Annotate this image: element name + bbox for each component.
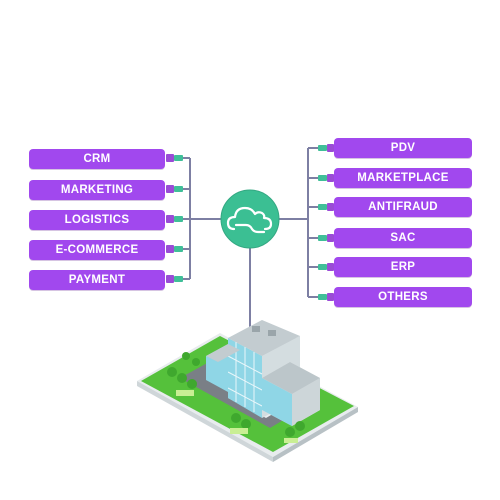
plug-icon [318, 203, 334, 211]
integration-marketing[interactable]: MARKETING [29, 180, 165, 200]
integration-erp[interactable]: ERP [334, 257, 472, 277]
plug-icon [318, 293, 334, 301]
cloud-icon [226, 206, 273, 234]
plug-icon [166, 275, 183, 283]
integration-label: MARKETPLACE [357, 172, 449, 184]
plug-icon [166, 215, 183, 223]
integration-label: OTHERS [378, 291, 428, 303]
integration-e-commerce[interactable]: E-COMMERCE [29, 240, 165, 260]
integration-payment[interactable]: PAYMENT [29, 270, 165, 290]
integration-label: ERP [390, 261, 416, 273]
integration-label: LOGISTICS [64, 214, 130, 226]
left-plugs [166, 154, 183, 283]
integration-marketplace[interactable]: MARKETPLACE [334, 168, 472, 188]
plug-icon [318, 263, 334, 271]
office-building-illustration [137, 320, 358, 462]
hub-node [220, 189, 280, 249]
left-connectors [183, 157, 222, 280]
integration-pdv[interactable]: PDV [334, 138, 472, 158]
integration-others[interactable]: OTHERS [334, 287, 472, 307]
integration-label: ANTIFRAUD [368, 201, 438, 213]
plug-icon [318, 234, 334, 242]
integration-label: PAYMENT [68, 274, 126, 286]
plug-icon [318, 144, 334, 152]
integration-label: E-COMMERCE [55, 244, 139, 256]
integration-label: MARKETING [60, 184, 134, 196]
right-plugs [318, 144, 334, 301]
plug-icon [166, 154, 183, 162]
integration-antifraud[interactable]: ANTIFRAUD [334, 197, 472, 217]
integration-label: PDV [390, 142, 416, 154]
plug-icon [166, 185, 183, 193]
integration-crm[interactable]: CRM [29, 149, 165, 169]
right-connectors [278, 147, 318, 298]
integration-sac[interactable]: SAC [334, 228, 472, 248]
plug-icon [166, 245, 183, 253]
integration-label: CRM [83, 153, 111, 165]
integration-logistics[interactable]: LOGISTICS [29, 210, 165, 230]
plug-icon [318, 174, 334, 182]
integration-label: SAC [390, 232, 416, 244]
